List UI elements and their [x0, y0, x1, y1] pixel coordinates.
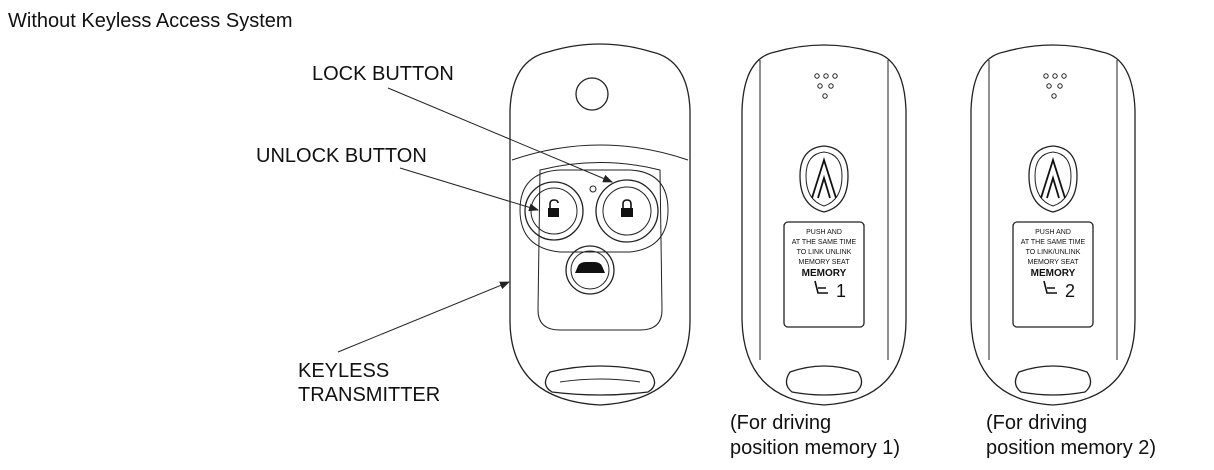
- panel1-memory-title: MEMORY: [802, 268, 847, 279]
- unlock-button-callout: UNLOCK BUTTON: [256, 145, 427, 167]
- acura-logo: [799, 145, 849, 213]
- speaker-holes: [1043, 73, 1067, 99]
- key-ring-hole: [575, 77, 609, 111]
- bottom-slot: [544, 365, 656, 396]
- diagram-title: Without Keyless Access System: [8, 10, 293, 32]
- panel2-line3: TO LINK/UNLINK: [1026, 249, 1081, 256]
- caption-2-line2: position memory 2): [986, 437, 1156, 459]
- back-fob-1: PUSH AND AT THE SAME TIME TO LINK UNLINK…: [741, 44, 907, 406]
- keyless-callout-line2: TRANSMITTER: [298, 384, 440, 406]
- unlock-icon: [548, 199, 559, 217]
- seat-icon: [814, 280, 828, 294]
- panel2-push: PUSH AND: [1035, 229, 1071, 236]
- trunk-icon: [575, 262, 605, 273]
- panel2-memory-title: MEMORY: [1031, 268, 1076, 279]
- panel2-line4: MEMORY SEAT: [1028, 259, 1080, 266]
- panel1-memory-number: 1: [836, 281, 846, 301]
- speaker-holes: [814, 73, 838, 99]
- caption-1-line2: position memory 1): [730, 437, 900, 459]
- keyless-callout-line1: KEYLESS: [298, 360, 389, 382]
- seat-icon: [1043, 280, 1057, 294]
- panel1-line4: MEMORY SEAT: [799, 259, 851, 266]
- back-fob-2: PUSH AND AT THE SAME TIME TO LINK/UNLINK…: [970, 44, 1136, 406]
- lock-button-callout: LOCK BUTTON: [312, 63, 454, 85]
- acura-logo: [1028, 145, 1078, 213]
- caption-1-line1: (For driving: [730, 412, 831, 434]
- trunk-button[interactable]: [565, 245, 615, 295]
- panel2-memory-number: 2: [1065, 281, 1075, 301]
- panel1-line2: AT THE SAME TIME: [792, 239, 857, 246]
- caption-2-line1: (For driving: [986, 412, 1087, 434]
- led-icon: [589, 185, 597, 193]
- front-fob: [509, 43, 691, 406]
- panel1-line3: TO LINK UNLINK: [797, 249, 852, 256]
- lock-button[interactable]: [595, 179, 659, 243]
- panel2-line2: AT THE SAME TIME: [1021, 239, 1086, 246]
- lock-icon: [621, 199, 633, 217]
- panel1-push: PUSH AND: [806, 229, 842, 236]
- unlock-button[interactable]: [524, 181, 584, 241]
